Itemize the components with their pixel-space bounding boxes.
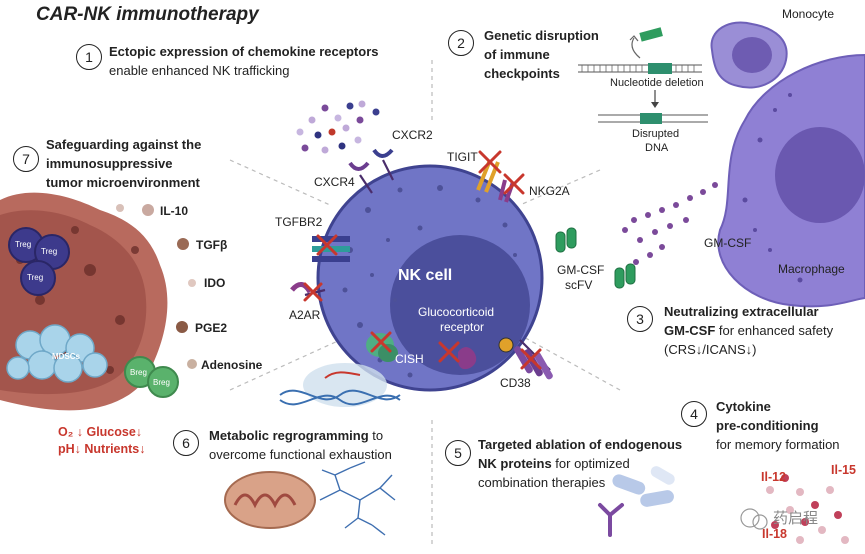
section-7-heading-line2: immunosuppressive <box>46 156 173 171</box>
tme-conditions-line2: pH↓ Nutrients↓ <box>58 442 146 456</box>
chemokine-dots <box>296 100 380 154</box>
gmcsf-scfv-label-1: GM-CSF <box>557 263 605 277</box>
section-6-heading-line2: overcome functional exhaustion <box>209 447 392 462</box>
cish-label: CISH <box>395 352 424 366</box>
section-6-heading-line1: Metabolic regrogramming to <box>209 428 383 444</box>
section-5-heading-line3: combination therapies <box>478 475 606 490</box>
section-3-heading-line3: (CRS↓/ICANS↓) <box>664 342 757 357</box>
antibody-icon <box>598 503 624 537</box>
glucocorticoid-receptor-protein <box>458 347 477 370</box>
cxcr4-label: CXCR4 <box>314 175 355 189</box>
gmcsf-scfv-icon <box>555 227 636 289</box>
section-5-nk-proteins-term: NK proteins <box>478 456 552 471</box>
section-5-number: 5 <box>445 440 471 466</box>
knockout-x-marks <box>303 150 542 370</box>
divider-lines <box>229 60 621 545</box>
gmcsf-dots <box>622 182 718 265</box>
nk-cell-label: NK cell <box>398 267 453 284</box>
adenosine-label: Adenosine <box>201 358 263 372</box>
section-2-heading-line1: Genetic disruption <box>484 28 599 43</box>
cytokine-dots <box>766 474 849 544</box>
il10-label: IL-10 <box>160 204 189 218</box>
tgfb-label: TGFβ <box>196 238 228 252</box>
mitochondrion-icon <box>224 471 316 529</box>
section-5-line2-rest: for optimized <box>551 456 630 471</box>
section-4-heading-line2: pre-conditioning <box>716 418 819 433</box>
gmcsf-scfv-label-2: scFV <box>565 278 593 292</box>
section-1-heading: Ectopic expression of chemokine receptor… <box>109 44 379 59</box>
monocyte-label: Monocyte <box>782 7 835 21</box>
section-7-number: 7 <box>13 146 39 172</box>
treg-label-1: Treg <box>15 240 32 249</box>
section-2-number: 2 <box>448 30 474 56</box>
section-7-heading-line3: tumor microenvironment <box>46 175 200 190</box>
watermark-logo <box>740 508 768 530</box>
disrupted-dna-label-2: DNA <box>645 142 669 154</box>
monocyte-cell <box>710 21 788 89</box>
section-5-heading-line2: NK proteins for optimized <box>478 456 630 472</box>
section-4-heading-line3: for memory formation <box>716 437 840 452</box>
dna-illustration <box>578 27 708 124</box>
section-5-heading-line1: Targeted ablation of endogenous <box>478 437 683 452</box>
section-3-line2-rest: for enhanced safety <box>715 323 834 338</box>
a2ar-label: A2AR <box>289 308 321 322</box>
section-3-number: 3 <box>627 306 653 332</box>
tme-conditions-line1: O₂ ↓ Glucose↓ <box>58 425 143 439</box>
section-3-gmcsf-term: GM-CSF <box>664 323 716 338</box>
disrupted-dna-label-1: Disrupted <box>632 128 680 140</box>
il12-label: Il-12 <box>761 470 787 484</box>
section-3-heading-line2: GM-CSF for enhanced safety <box>664 323 833 339</box>
drug-pills-icon <box>612 466 675 507</box>
pge2-label: PGE2 <box>195 321 228 335</box>
macrophage-cell <box>717 53 865 308</box>
glucocorticoid-receptor-label-2: receptor <box>440 320 485 334</box>
macrophage-label: Macrophage <box>778 262 845 276</box>
section-4-heading-line1: Cytokine <box>716 399 771 414</box>
tumor-microenvironment <box>0 192 179 411</box>
section-1-number: 1 <box>76 44 102 70</box>
cxcr2-label: CXCR2 <box>392 128 433 142</box>
il18-label: Il-18 <box>762 527 788 541</box>
crispr-dna-icon <box>279 363 401 407</box>
breg-label-2: Breg <box>153 378 170 387</box>
section-1-subheading: enable enhanced NK trafficking <box>109 63 290 78</box>
tgfbr2-label: TGFBR2 <box>275 215 323 229</box>
nucleotide-deletion-label: Nucleotide deletion <box>610 77 704 89</box>
section-6-metabolic-term: Metabolic regrogramming <box>209 428 369 443</box>
metabolite-network-icon <box>319 461 396 536</box>
section-4-number: 4 <box>681 401 707 427</box>
section-6-number: 6 <box>173 430 199 456</box>
section-6-line1-rest: to <box>368 428 384 443</box>
treg-label-2: Treg <box>41 247 58 256</box>
section-7-heading-line1: Safeguarding against the <box>46 137 202 152</box>
tigit-label: TIGIT <box>447 150 478 164</box>
tme-factor-dots <box>116 204 197 369</box>
section-3-heading-line1: Neutralizing extracellular <box>664 304 819 319</box>
page-title: CAR-NK immunotherapy <box>36 4 259 25</box>
treg-label-3: Treg <box>27 273 44 282</box>
watermark-text: 药启程 <box>773 510 819 527</box>
breg-label-1: Breg <box>130 368 147 377</box>
section-2-heading-line2: of immune <box>484 47 550 62</box>
il15-label: Il-15 <box>831 463 857 477</box>
section-2-heading-line3: checkpoints <box>484 66 560 81</box>
gmcsf-label: GM-CSF <box>704 236 752 250</box>
ido-label: IDO <box>204 276 226 290</box>
mdscs-label: MDSCs <box>52 352 81 361</box>
nkg2a-label: NKG2A <box>529 184 570 198</box>
cd38-label: CD38 <box>500 376 531 390</box>
glucocorticoid-receptor-label-1: Glucocorticoid <box>418 305 495 319</box>
